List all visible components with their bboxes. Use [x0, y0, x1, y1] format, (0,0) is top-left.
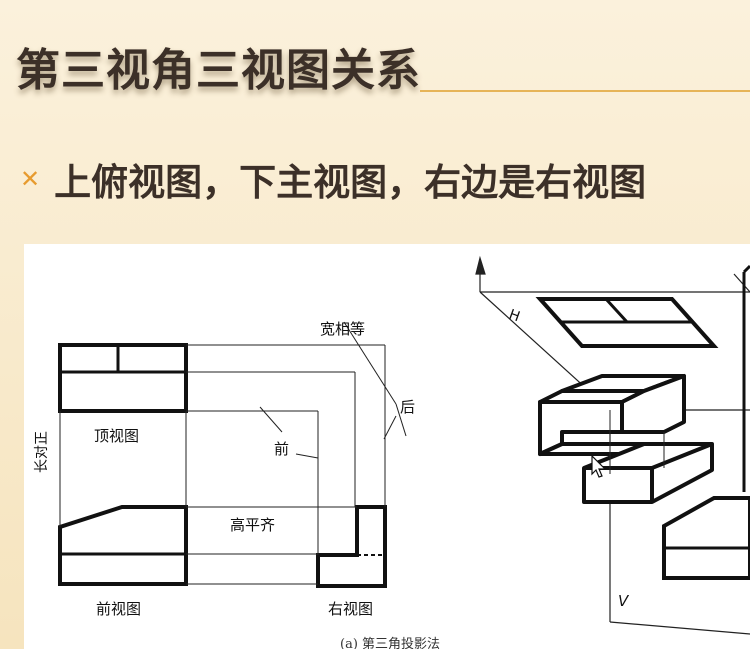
right-view — [316, 505, 387, 588]
label-front-direction: 前 — [274, 440, 289, 458]
label-length-align: 长对正 — [34, 431, 50, 473]
label-width-equal: 宽相等 — [320, 320, 365, 338]
axis-h-label: H — [507, 307, 522, 326]
mouse-cursor-icon — [591, 454, 607, 478]
label-top-view: 顶视图 — [94, 427, 139, 445]
axis-v-label: V — [618, 592, 630, 610]
bullet-item: ✕ 上俯视图，下主视图，右边是右视图 — [20, 152, 646, 206]
label-height-align: 高平齐 — [230, 516, 275, 534]
figure-caption: (a) 第三角投影法 — [340, 636, 440, 649]
label-front-view: 前视图 — [96, 600, 141, 618]
projection-lines — [59, 321, 407, 585]
front-view — [58, 505, 188, 586]
isometric-solid — [538, 374, 714, 504]
solid-hidden-lines — [609, 410, 665, 474]
projection-figure: 宽相等 后 前 顶视图 长对正 高平齐 前视图 右视图 (a) 第三角投影法 H… — [24, 244, 750, 649]
label-right-view: 右视图 — [328, 600, 373, 618]
projected-right-face — [742, 264, 750, 492]
bullet-x-icon: ✕ — [20, 165, 41, 193]
projection-drawing: 宽相等 后 前 顶视图 长对正 高平齐 前视图 右视图 (a) 第三角投影法 H… — [34, 255, 750, 649]
title-underline — [420, 90, 750, 92]
slide-title: 第三视角三视图关系 — [16, 45, 421, 96]
label-back: 后 — [400, 398, 415, 416]
top-view — [58, 343, 188, 413]
projected-top-face — [535, 297, 719, 348]
bullet-text: 上俯视图，下主视图，右边是右视图 — [54, 161, 647, 204]
projected-front-face — [662, 496, 750, 580]
